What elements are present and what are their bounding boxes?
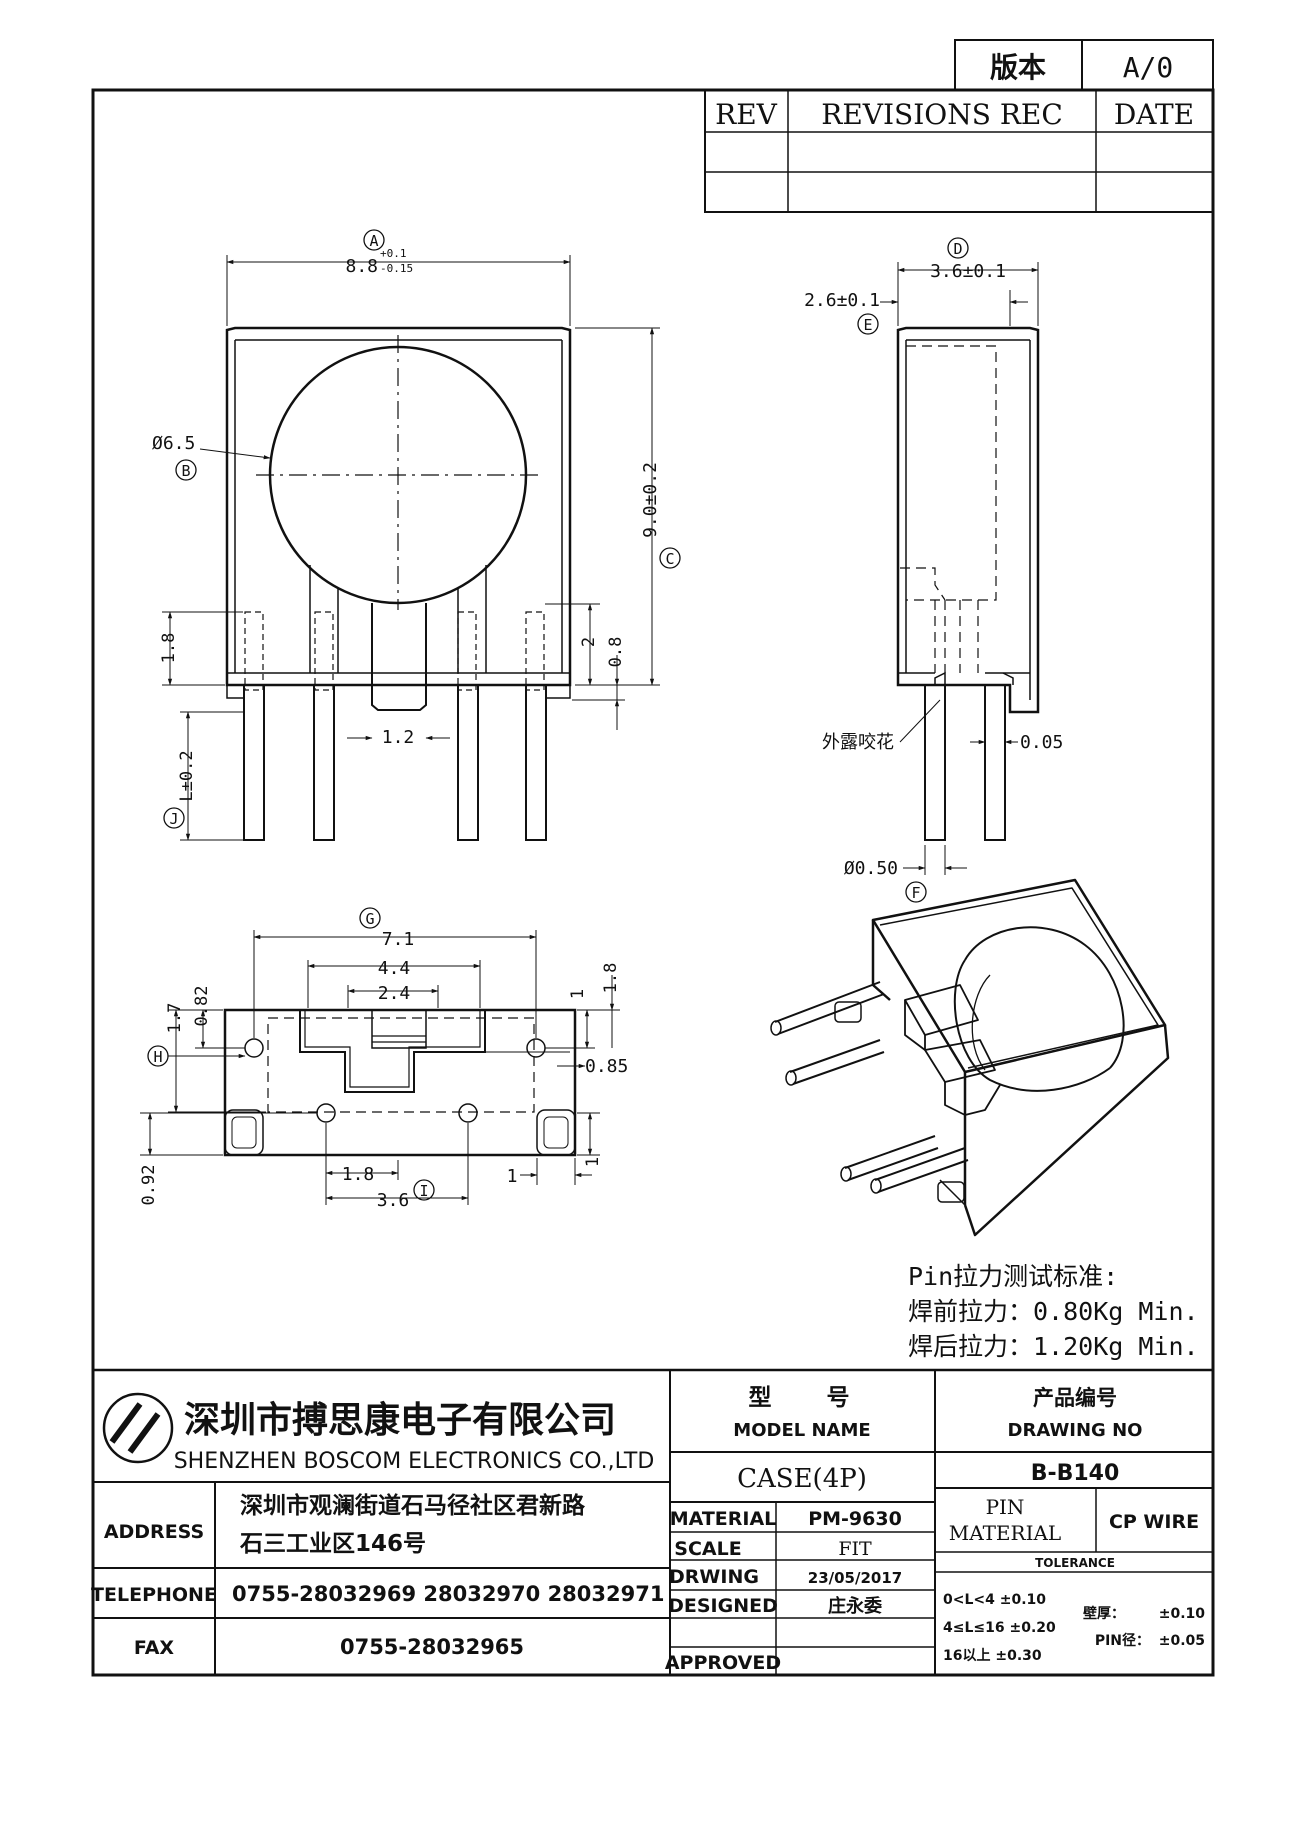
approved-label: APPROVED (665, 1652, 781, 1674)
dim-1-below-right: 1 (507, 1166, 518, 1187)
isometric-view (770, 878, 1170, 1237)
dim-b-tag: B (181, 462, 190, 480)
dim-1-7-bottom: 1.7 (165, 1003, 185, 1034)
pin-material-label-2: MATERIAL (949, 1521, 1061, 1545)
dim-j-value: L±0.2 (177, 750, 197, 801)
dim-j-tag: J (169, 810, 178, 828)
wall-tolerance-label: 壁厚： (1083, 1605, 1125, 1622)
dim-0-92-bottom: 0.92 (139, 1165, 159, 1206)
drwing-label: DRWING (669, 1566, 759, 1588)
company-name-en: SHENZHEN BOSCOM ELECTRONICS CO.,LTD (174, 1449, 655, 1474)
wall-tolerance-value: ±0.10 (1159, 1606, 1206, 1622)
pin-standard-after: 焊后拉力：1.20Kg Min. (908, 1332, 1199, 1361)
pin-material-label-1: PIN (986, 1495, 1025, 1519)
dim-c-value: 9.0±0.2 (640, 462, 661, 538)
dim-h-tag: H (153, 1048, 162, 1066)
model-label-cn-1: 型 (749, 1385, 772, 1411)
company-logo (102, 1392, 174, 1464)
tolerance-row-2: 4≤L≤16 ±0.20 (943, 1620, 1056, 1636)
pin-material-value: CP WIRE (1109, 1511, 1199, 1533)
model-value: CASE(4P) (737, 1464, 867, 1494)
material-label: MATERIAL (670, 1508, 777, 1530)
material-value: PM-9630 (808, 1508, 902, 1530)
dim-1-8-below: 1.8 (342, 1164, 375, 1185)
pin-standard-before: 焊前拉力：0.80Kg Min. (908, 1297, 1199, 1326)
dim-g-value: 7.1 (382, 929, 415, 950)
pin-standard-title: Pin拉力测试标准: (908, 1262, 1118, 1291)
pin-dia-tolerance-label: PIN径： (1095, 1632, 1150, 1649)
designed-label: DESIGNED (668, 1595, 778, 1617)
knurl-note: 外露咬花 (822, 732, 894, 753)
version-label: 版本 (990, 51, 1046, 84)
drawing-label-cn: 产品编号 (1033, 1386, 1117, 1410)
date-header: DATE (1114, 98, 1194, 131)
tolerance-label: TOLERANCE (1035, 1556, 1115, 1570)
bottom-view: G 7.1 4.4 2.4 1.7 0.82 H 1 1.8 0 (139, 907, 628, 1211)
revision-table: REV REVISIONS REC DATE (704, 89, 1214, 213)
drawing-label-en: DRAWING NO (1008, 1420, 1143, 1441)
dim-2-4-bottom: 2.4 (378, 983, 411, 1004)
designed-value: 庄永委 (828, 1595, 882, 1617)
dim-a-value: 8.8 (345, 256, 378, 277)
dim-a-tol-minus: -0.15 (380, 262, 413, 275)
title-block: 深圳市搏思康电子有限公司 SHENZHEN BOSCOM ELECTRONICS… (91, 1368, 1213, 1675)
dim-1-2-front: 1.2 (382, 727, 415, 748)
dim-b-value: Ø6.5 (152, 433, 195, 454)
drawing-value: B-B140 (1031, 1461, 1120, 1486)
address-line2: 石三工业区146号 (239, 1531, 426, 1557)
dim-0-82-bottom: 0.82 (192, 986, 212, 1027)
pin-standard: Pin拉力测试标准: 焊前拉力：0.80Kg Min. 焊后拉力：1.20Kg … (908, 1262, 1199, 1361)
dim-0-05-side: 0.05 (1020, 732, 1063, 753)
company-name-cn: 深圳市搏思康电子有限公司 (184, 1399, 616, 1441)
rev-header: REV (715, 98, 778, 131)
revisions-rec-header: REVISIONS REC (821, 98, 1063, 131)
front-view: A 8.8 +0.1 -0.15 Ø6.5 B 9.0±0.2 C 1.8 2 … (152, 229, 681, 841)
tolerance-row-3: 16以上 ±0.30 (943, 1648, 1042, 1664)
dim-i-tag: I (419, 1182, 428, 1200)
address-label: ADDRESS (104, 1521, 204, 1543)
dim-3-6-below: 3.6 (377, 1190, 410, 1211)
dim-a-tol-plus: +0.1 (380, 247, 407, 260)
version-value: A/0 (1123, 51, 1174, 84)
dim-4-4-bottom: 4.4 (378, 958, 411, 979)
pin-dia-tolerance-value: ±0.05 (1159, 1633, 1205, 1649)
side-view: D 3.6±0.1 2.6±0.1 E 外露咬花 0.05 Ø0.50 F (804, 237, 1063, 903)
dim-1-bottom-right: 1 (568, 989, 588, 999)
fax-label: FAX (134, 1637, 175, 1659)
telephone-label: TELEPHONE (91, 1584, 217, 1606)
scale-label: SCALE (674, 1538, 741, 1560)
model-label-en: MODEL NAME (733, 1420, 870, 1441)
dim-f-value: Ø0.50 (844, 858, 898, 879)
dim-d-tag: D (953, 240, 962, 258)
dim-e-value: 2.6±0.1 (804, 290, 880, 311)
dim-f-tag: F (911, 884, 920, 902)
dim-1-8-bottom-right: 1.8 (601, 963, 621, 994)
address-line1: 深圳市观澜街道石马径社区君新路 (240, 1492, 586, 1519)
tolerance-row-1: 0<L<4 ±0.10 (943, 1592, 1046, 1608)
dim-d-value: 3.6±0.1 (930, 261, 1006, 282)
drwing-value: 23/05/2017 (808, 1569, 902, 1587)
dim-1-8-front: 1.8 (159, 633, 179, 664)
dim-e-tag: E (863, 316, 872, 334)
dim-0-85-bottom: 0.85 (585, 1056, 628, 1077)
scale-value: FIT (838, 1538, 872, 1560)
dim-0-8-front: 0.8 (606, 637, 626, 668)
drawing-border (91, 88, 1215, 1677)
dim-c-tag: C (665, 550, 674, 568)
telephone-value: 0755-28032969 28032970 28032971 (232, 1582, 664, 1606)
dim-a-tag: A (369, 232, 378, 250)
dim-g-tag: G (365, 910, 374, 928)
fax-value: 0755-28032965 (340, 1635, 524, 1659)
version-box: 版本 A/0 (954, 39, 1214, 91)
dim-1-vertical-right: 1 (583, 1157, 603, 1167)
model-label-cn-2: 号 (827, 1385, 850, 1411)
dim-2-front: 2 (579, 637, 599, 647)
